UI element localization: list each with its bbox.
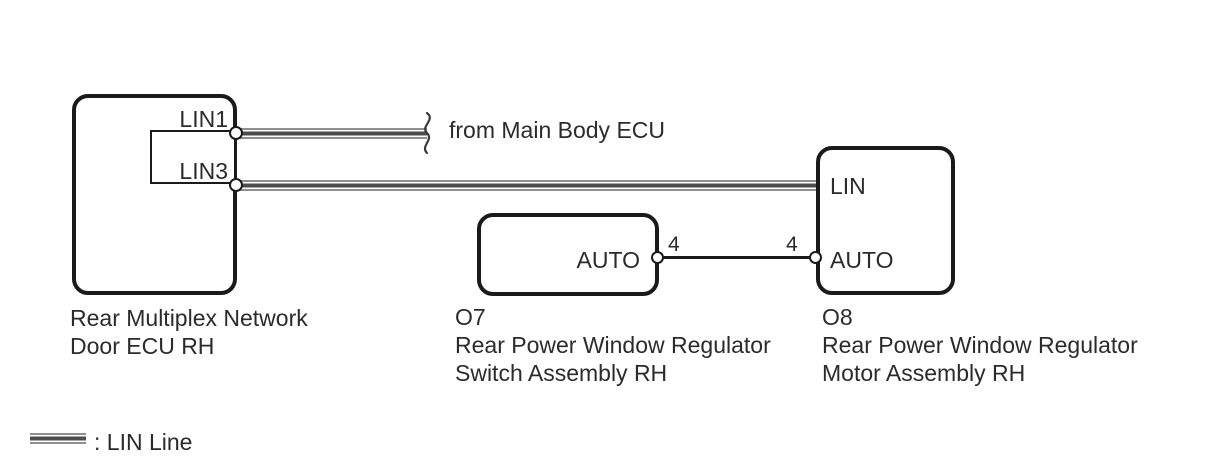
lin-pin-group-outline — [150, 130, 236, 184]
lin-wire-lin3-to-o8 — [237, 180, 818, 191]
caption-line: Rear Power Window Regulator — [455, 332, 771, 358]
pin-label-o7-auto: AUTO — [576, 247, 640, 273]
pin-label-o8-lin: LIN — [830, 173, 866, 199]
legend-label: : LIN Line — [94, 429, 193, 455]
auto-signal-wire — [658, 256, 816, 259]
caption-line: Switch Assembly RH — [455, 360, 668, 386]
caption-line: Rear Power Window Regulator — [822, 332, 1138, 358]
pin-number-o7-auto: 4 — [668, 233, 680, 256]
component-caption-o8: O8 Rear Power Window Regulator Motor Ass… — [822, 303, 1138, 387]
component-caption-o7: O7 Rear Power Window Regulator Switch As… — [455, 303, 771, 387]
component-code: O8 — [822, 304, 853, 330]
pin-connector-o8-auto — [809, 251, 822, 264]
pin-connector-lin3 — [229, 178, 243, 192]
caption-line: Rear Multiplex Network — [70, 305, 308, 331]
caption-line: Door ECU RH — [70, 333, 215, 359]
component-box-door-ecu — [72, 94, 237, 295]
pin-label-lin3: LIN3 — [179, 158, 228, 184]
component-box-o8-motor — [816, 146, 955, 295]
component-code: O7 — [455, 304, 486, 330]
legend-lin-line-sample — [30, 433, 86, 444]
lin-wire-to-main-body-ecu — [237, 128, 427, 139]
pin-connector-lin1 — [229, 126, 243, 140]
pin-label-lin1: LIN1 — [179, 106, 228, 132]
caption-line: Motor Assembly RH — [822, 360, 1026, 386]
component-caption-door-ecu: Rear Multiplex Network Door ECU RH — [70, 304, 308, 360]
annotation-from-main-body-ecu: from Main Body ECU — [449, 117, 666, 143]
pin-number-o8-auto: 4 — [786, 233, 798, 256]
pin-connector-o7-auto — [651, 251, 664, 264]
wire-break-icon — [423, 111, 431, 155]
component-box-o7-switch — [477, 213, 659, 296]
pin-label-o8-auto: AUTO — [830, 247, 894, 273]
